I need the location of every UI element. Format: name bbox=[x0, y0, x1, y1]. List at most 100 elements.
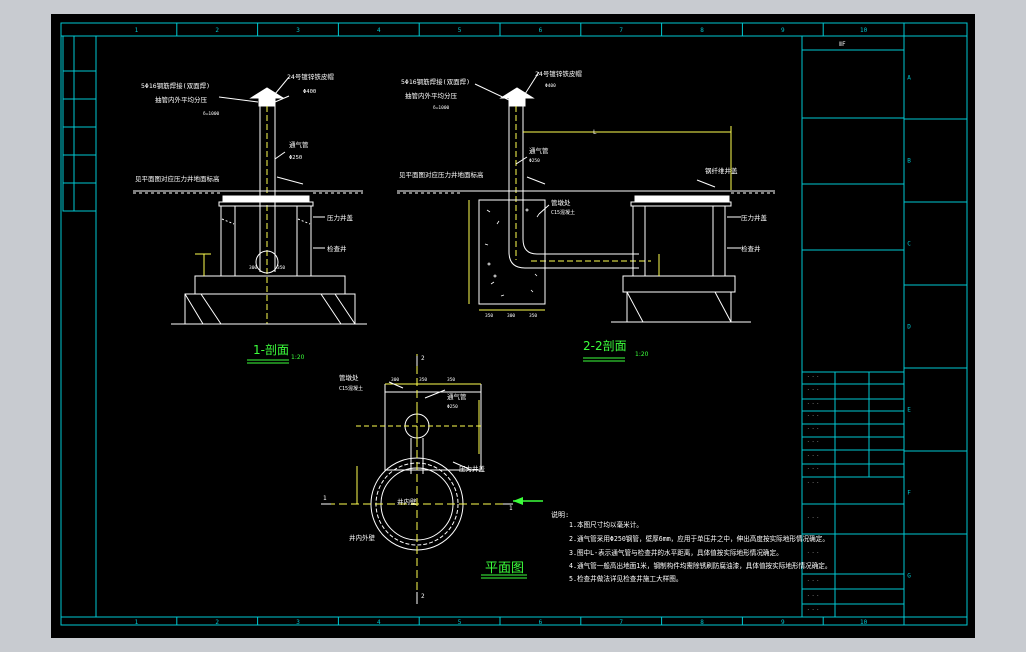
row-label: F bbox=[907, 490, 911, 497]
plan-block-sub: C15混凝土 bbox=[339, 385, 363, 392]
row-label: B bbox=[907, 158, 911, 165]
row-label: E bbox=[907, 407, 911, 414]
s2-cover-label: 钢纤维井盖 bbox=[705, 166, 738, 175]
s1-pipe-dim: Φ250 bbox=[289, 155, 302, 161]
s2-inlet-label: 检查井 bbox=[741, 244, 761, 253]
column-label-bottom: 7 bbox=[619, 619, 623, 626]
s2-weld-sub: δ=1000 bbox=[433, 105, 450, 111]
s1-dim-a: 300 bbox=[249, 265, 257, 271]
s2-cap-label: 24号镀锌铁皮帽 bbox=[535, 69, 582, 78]
section-2-drawing bbox=[397, 71, 775, 323]
column-label-top: 10 bbox=[860, 27, 868, 34]
title-block-cell-mark: · · · bbox=[807, 550, 819, 555]
section-1-drawing bbox=[133, 76, 367, 325]
row-label: G bbox=[907, 573, 911, 580]
s2-pipe-label: 通气管 bbox=[529, 146, 549, 155]
column-label-bottom: 4 bbox=[377, 619, 381, 626]
s2-well-label: 压力井盖 bbox=[741, 213, 768, 222]
s1-weld-sub: δ=1000 bbox=[203, 111, 220, 117]
s1-scale: 1:20 bbox=[291, 354, 305, 361]
s2-dim-L: L bbox=[593, 129, 597, 136]
plan-dim-2: 350 bbox=[447, 377, 455, 383]
title-block-cell-mark: · · · bbox=[807, 401, 819, 406]
plan-well-label: 压力井盖 bbox=[459, 464, 486, 473]
row-label: C bbox=[907, 241, 911, 248]
column-label-top: 5 bbox=[458, 27, 462, 34]
plan-section-mark-2-top: 2 bbox=[421, 355, 425, 362]
s2-scale: 1:20 bbox=[635, 351, 649, 358]
plan-inner-label: 井内壁 bbox=[397, 497, 417, 506]
column-label-bottom: 1 bbox=[135, 619, 139, 626]
row-label: A bbox=[907, 75, 911, 82]
title-block bbox=[801, 35, 905, 618]
s2-dim-c: 350 bbox=[529, 313, 537, 319]
s1-well-label: 压力井盖 bbox=[327, 213, 354, 222]
s1-inlet-label: 检查井 bbox=[327, 244, 347, 253]
title-block-cell-mark: · · · bbox=[807, 374, 819, 379]
s2-ground-label: 见平面图对应压力井地面标高 bbox=[399, 170, 484, 179]
plan-dim-1: 350 bbox=[419, 377, 427, 383]
left-stamp-grid bbox=[62, 35, 97, 212]
plan-section-mark-1-right: 1 bbox=[509, 505, 513, 512]
s1-title-underline bbox=[247, 359, 289, 364]
s1-dim-b: 350 bbox=[277, 265, 285, 271]
title-block-cell-mark: · · · bbox=[807, 593, 819, 598]
column-label-top: 7 bbox=[619, 27, 623, 34]
s2-weld-label: 抽管内外平均分压 bbox=[405, 91, 458, 100]
column-label-top: 1 bbox=[135, 27, 139, 34]
plan-arrow bbox=[513, 497, 543, 505]
s1-pipe-label: 通气管 bbox=[289, 140, 309, 149]
notes-heading: 说明: bbox=[551, 510, 569, 519]
s2-dim-a: 350 bbox=[485, 313, 493, 319]
plan-drawing bbox=[321, 354, 513, 604]
column-label-bottom: 5 bbox=[458, 619, 462, 626]
s1-cap-label: 24号镀锌铁皮帽 bbox=[287, 72, 334, 81]
note-5: 5.检查井做法详见检查井施工大样图。 bbox=[569, 574, 682, 583]
column-label-top: 3 bbox=[296, 27, 300, 34]
column-label-bottom: 2 bbox=[215, 619, 219, 626]
column-label-bottom: 9 bbox=[781, 619, 785, 626]
s1-ground-label: 见平面图对应压力井地面标高 bbox=[135, 174, 220, 183]
title-block-cell-mark: · · · bbox=[807, 607, 819, 612]
plan-outer-label: 井内外壁 bbox=[349, 533, 376, 542]
column-label-top: 6 bbox=[539, 27, 543, 34]
title-block-cell-marks: · · · · · · · · · · · · · · · · · · · · · · · ·… bbox=[807, 374, 819, 612]
column-label-top: 4 bbox=[377, 27, 381, 34]
title-block-cell-mark: · · · bbox=[807, 387, 819, 392]
plan-dim-0: 300 bbox=[391, 377, 399, 383]
title-block-cell-mark: · · · bbox=[807, 413, 819, 418]
title-block-cell-mark: · · · bbox=[807, 480, 819, 485]
plan-section-mark-2-bot: 2 bbox=[421, 593, 425, 600]
s2-cap-dim: Φ400 bbox=[545, 83, 556, 89]
plan-pipe-dim: Φ250 bbox=[447, 404, 458, 410]
row-label: D bbox=[907, 324, 911, 331]
plan-title: 平面图 bbox=[485, 561, 524, 576]
title-block-cell-mark: · · · bbox=[807, 426, 819, 431]
title-block-cell-mark: · · · bbox=[807, 515, 819, 520]
title-block-cell-mark: · · · bbox=[807, 439, 819, 444]
note-4: 4.通气管一般高出地面1米，钢制构件均需除锈刷防腐油漆，具体值按实际地形情况确定… bbox=[569, 561, 831, 570]
note-1: 1.本图尺寸均以毫米计。 bbox=[569, 520, 643, 529]
note-3: 3.图中L-表示通气管与检查井的水平距离，具体值按实际地形情况确定。 bbox=[569, 548, 783, 557]
s2-pipe-dim: Φ250 bbox=[529, 158, 540, 164]
row-labels: A B C D E F G bbox=[904, 75, 967, 580]
s1-title: 1-剖面 bbox=[253, 343, 289, 357]
title-block-cell-mark: · · · bbox=[807, 453, 819, 458]
title-block-cell-mark: · · · bbox=[807, 578, 819, 583]
s2-title-underline bbox=[583, 357, 625, 362]
s2-title: 2-2剖面 bbox=[583, 339, 627, 353]
plan-title-underline bbox=[481, 574, 527, 579]
s2-block-label: 管墩处 bbox=[551, 198, 571, 207]
column-label-bottom: 6 bbox=[539, 619, 543, 626]
column-label-top: 8 bbox=[700, 27, 704, 34]
column-label-bottom: 3 bbox=[296, 619, 300, 626]
plan-block-label: 管墩处 bbox=[339, 373, 359, 382]
column-label-bottom: 8 bbox=[700, 619, 704, 626]
title-block-top-label: ⅡF bbox=[839, 41, 846, 48]
plan-pipe-label: 通气管 bbox=[447, 392, 467, 401]
note-2: 2.通气管采用Φ250钢管，壁厚6mm，应用于单压井之中，伸出高度按实际地形情况… bbox=[569, 534, 829, 543]
